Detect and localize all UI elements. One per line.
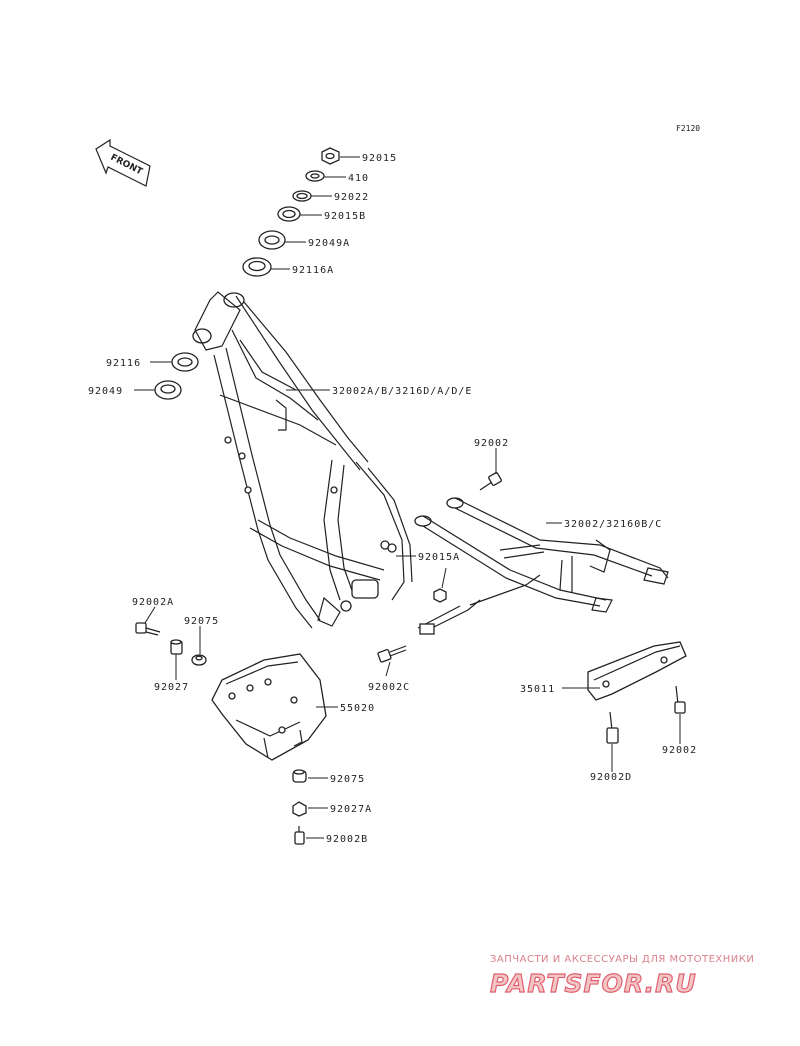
label-92002c: 92002C [368,682,410,693]
skid-plate [211,653,327,761]
front-label: FRONT [109,153,145,178]
upper-seal [242,257,272,277]
bolt-92002-right [674,685,686,714]
label-92002a: 92002A [132,597,174,608]
bolt-92002a [135,622,161,636]
label-92015b: 92015B [324,211,366,222]
watermark-brand: PARTSFOR.RU [490,969,697,998]
label-92002-top: 92002 [474,438,509,449]
label-410: 410 [348,173,369,184]
label-92002b: 92002B [326,834,368,845]
collar-92027 [170,639,183,655]
lock-washer [292,190,312,202]
main-frame [192,291,413,629]
watermark-tagline: ЗАПЧАСТИ И АКСЕССУАРЫ ДЛЯ МОТОТЕХНИКИ [490,954,754,965]
label-92015: 92015 [362,153,397,164]
label-92075-bottom: 92075 [330,774,365,785]
collar-92027a [292,801,307,817]
upper-bearing [258,230,286,250]
label-92116: 92116 [106,358,141,369]
label-32002a: 32002A/B/3216D/A/D/E [332,386,472,397]
bolt-92002c [377,645,407,663]
stem-washer [305,170,325,182]
label-92015a: 92015A [418,552,460,563]
leader-lines [134,156,681,839]
bracket-35011 [587,641,687,701]
label-92027: 92027 [154,682,189,693]
label-92002d: 92002D [590,772,632,783]
lower-bearing [154,380,182,400]
nut-92015a [433,588,447,603]
grommet-92075-top [191,654,207,666]
bolt-92002-top [479,472,502,491]
grommet-92075-bottom [292,769,307,783]
label-92027a: 92027A [330,804,372,815]
bolt-92002b [294,826,305,845]
rear-subframe [414,497,669,635]
label-92002-right: 92002 [662,745,697,756]
lower-seal [171,352,199,372]
steering-stem-nut [321,147,340,165]
label-55020: 55020 [340,703,375,714]
front-arrow-icon: FRONT [95,138,151,187]
label-92116a: 92116A [292,265,334,276]
label-92022: 92022 [334,192,369,203]
diagram-code: F2120 [676,124,700,133]
label-92049: 92049 [88,386,123,397]
label-92075-top: 92075 [184,616,219,627]
label-32002-rear: 32002/32160B/C [564,519,662,530]
label-35011: 35011 [520,684,555,695]
stem-nut-b [277,206,301,222]
label-92049a: 92049A [308,238,350,249]
bolt-92002d [606,711,619,744]
